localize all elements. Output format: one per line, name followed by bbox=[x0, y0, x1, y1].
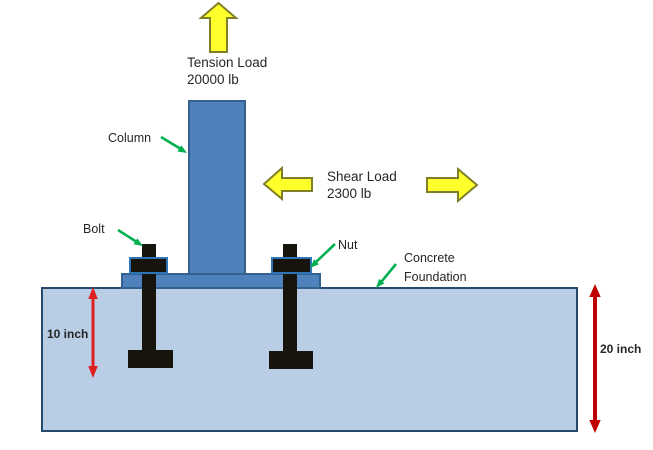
shear-load-left-arrow-icon bbox=[262, 165, 313, 202]
foundation-depth-dimension-label: 20 inch bbox=[600, 342, 642, 356]
shear-load-right-arrow-icon bbox=[426, 166, 479, 204]
tension-load-value: 20000 lb bbox=[187, 71, 239, 87]
left-bolt-anchor-head-shape bbox=[128, 350, 173, 368]
foundation-pointer-arrow-icon bbox=[376, 263, 398, 288]
right-bolt-anchor-head-shape bbox=[269, 351, 313, 369]
bolt-pointer-arrow-icon bbox=[117, 228, 143, 246]
tension-load-label: Tension Load 20000 lb bbox=[187, 55, 267, 88]
foundation-depth-dimension-arrow-icon bbox=[589, 284, 601, 433]
bolt-label: Bolt bbox=[83, 222, 105, 236]
shear-load-name: Shear Load bbox=[327, 169, 397, 184]
column-pointer-arrow-icon bbox=[160, 135, 187, 153]
shear-load-label: Shear Load 2300 lb bbox=[327, 169, 397, 202]
nut-label: Nut bbox=[338, 238, 358, 252]
tension-load-name: Tension Load bbox=[187, 55, 268, 70]
nut-pointer-arrow-icon bbox=[310, 243, 336, 268]
right-nut-shape bbox=[271, 257, 312, 274]
tension-load-arrow-icon bbox=[198, 1, 239, 53]
column-label: Column bbox=[108, 131, 152, 145]
column-shape bbox=[188, 100, 246, 275]
concrete-foundation-label-line2: Foundation bbox=[404, 270, 467, 284]
embedment-depth-dimension-label: 10 inch bbox=[47, 327, 89, 341]
shear-load-value: 2300 lb bbox=[327, 185, 372, 201]
left-nut-shape bbox=[129, 257, 168, 274]
concrete-foundation-label-line1: Concrete bbox=[404, 251, 455, 265]
concrete-foundation-label: Concrete Foundation bbox=[404, 249, 467, 287]
